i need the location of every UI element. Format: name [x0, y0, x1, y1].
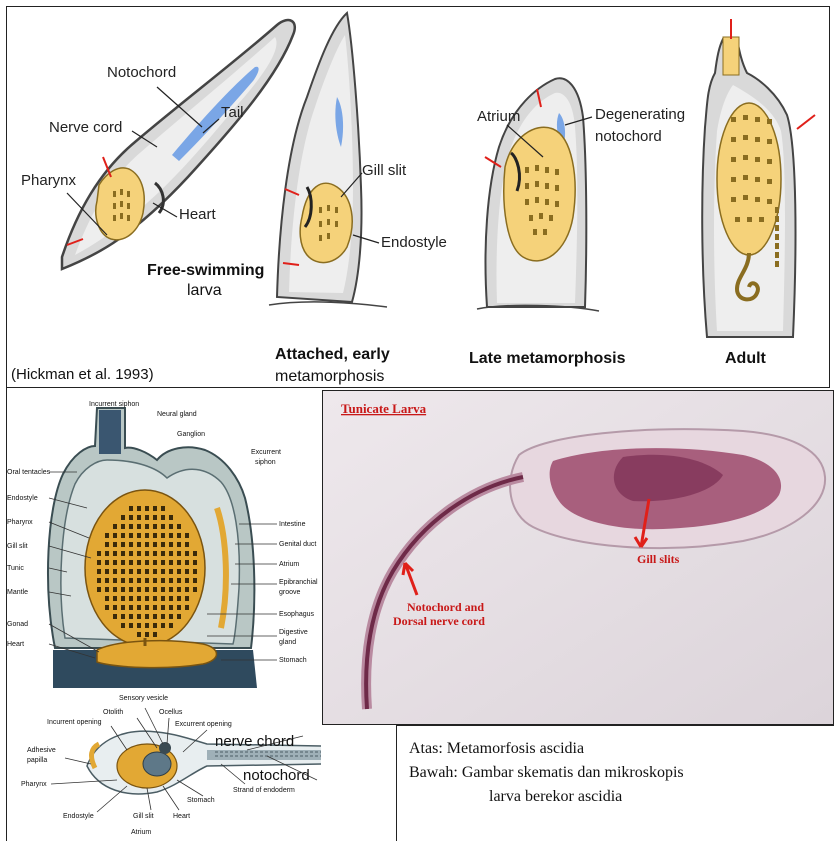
label-notochord: Notochord	[107, 64, 176, 81]
label-pharynx: Pharynx	[7, 519, 33, 526]
label-larva-gill-slit: Gill slit	[133, 813, 154, 820]
caption-box: Atas: Metamorfosis ascidia Bawah: Gambar…	[396, 725, 834, 841]
caption-line-2: Bawah: Gambar skematis dan mikroskopis	[409, 764, 684, 782]
label-sensory-vesicle: Sensory vesicle	[119, 695, 168, 702]
label-adhesive-papilla: papilla	[27, 757, 47, 764]
label-nerve-chord: nerve chord	[215, 733, 294, 750]
label-gonad: Gonad	[7, 621, 28, 628]
stage-label-free-swimming: Free-swimming	[147, 262, 264, 279]
label-atrium: Atrium	[279, 561, 299, 568]
photo-label-notochord: Notochord and	[407, 600, 484, 614]
label-tunic: Tunic	[7, 565, 24, 572]
stage-label-late-metamorphosis: Late metamorphosis	[469, 350, 626, 367]
label-gill-slit: Gill slit	[362, 162, 407, 179]
label-adhesive: Adhesive	[27, 747, 56, 754]
label-degenerating: Degenerating	[595, 106, 685, 123]
adult-stage-figure	[702, 19, 815, 337]
stage-label-adult: Adult	[725, 350, 767, 367]
label-pharynx: Pharynx	[21, 172, 77, 189]
label-ganglion: Ganglion	[177, 431, 205, 438]
label-excurrent-siphon-2: siphon	[255, 459, 276, 466]
metamorphosis-panel: Notochord Tail Nerve cord Pharynx Heart …	[6, 6, 830, 388]
label-endostyle: Endostyle	[381, 234, 447, 251]
citation: (Hickman et al. 1993)	[11, 366, 154, 383]
label-mantle: Mantle	[7, 589, 28, 596]
label-excurrent-siphon: Excurrent	[251, 449, 281, 456]
label-otolith: Otolith	[103, 709, 123, 716]
larva-stage-figure	[62, 20, 295, 269]
label-atrium: Atrium	[477, 108, 520, 125]
stage-label-early-metamorphosis: metamorphosis	[275, 368, 384, 385]
label-degenerating-notochord: notochord	[595, 128, 662, 145]
label-larva-notochord: notochord	[243, 767, 310, 784]
photo-label-gill-slits: Gill slits	[637, 552, 680, 566]
label-tail: Tail	[221, 104, 244, 121]
anatomy-panel: Incurrent siphon Neural gland Ganglion E…	[6, 388, 320, 841]
label-larva-pharynx: Pharynx	[21, 781, 47, 788]
label-endostyle: Endostyle	[7, 495, 38, 502]
label-incurrent-opening: Incurrent opening	[47, 719, 102, 726]
label-heart: Heart	[179, 206, 217, 223]
label-heart: Heart	[7, 641, 24, 648]
metamorphosis-illustration: Notochord Tail Nerve cord Pharynx Heart …	[7, 7, 829, 387]
caption-line-1: Atas: Metamorfosis ascidia	[409, 740, 584, 758]
label-oral-tentacles: Oral tentacles	[7, 469, 51, 476]
label-excurrent-opening: Excurrent opening	[175, 721, 232, 728]
label-larva-atrium: Atrium	[131, 829, 151, 836]
adult-ascidian-figure	[48, 408, 257, 688]
micrograph-panel: Tunicate Larva Gill slits Notochord and …	[322, 390, 834, 725]
early-metamorphosis-figure	[269, 13, 387, 307]
label-larva-endostyle: Endostyle	[63, 813, 94, 820]
stage-label-larva: larva	[187, 282, 222, 299]
label-genital-duct: Genital duct	[279, 541, 316, 548]
label-epibranchial-groove: groove	[279, 589, 301, 596]
label-larva-stomach: Stomach	[187, 797, 215, 804]
label-epibranchial: Epibranchial	[279, 579, 318, 586]
label-gill-slit: Gill slit	[7, 543, 28, 550]
label-strand-of-endoderm: Strand of endoderm	[233, 787, 295, 794]
label-larva-heart: Heart	[173, 813, 190, 820]
tunicate-larva-micrograph: Tunicate Larva Gill slits Notochord and …	[323, 391, 833, 724]
label-digestive-gland: gland	[279, 639, 296, 646]
label-digestive: Digestive	[279, 629, 308, 636]
label-esophagus: Esophagus	[279, 611, 315, 618]
photo-label-dorsal-nerve-cord: Dorsal nerve cord	[393, 614, 485, 628]
stage-label-attached: Attached, early	[275, 346, 390, 363]
label-neural-gland: Neural gland	[157, 411, 197, 418]
label-ocellus: Ocellus	[159, 709, 183, 716]
label-stomach: Stomach	[279, 657, 307, 664]
label-incurrent-siphon: Incurrent siphon	[89, 401, 139, 408]
photo-title: Tunicate Larva	[341, 401, 427, 416]
caption-line-3: larva berekor ascidia	[489, 788, 622, 806]
label-nerve-cord: Nerve cord	[49, 119, 122, 136]
label-intestine: Intestine	[279, 521, 306, 528]
anatomy-illustration: Incurrent siphon Neural gland Ganglion E…	[7, 388, 321, 841]
